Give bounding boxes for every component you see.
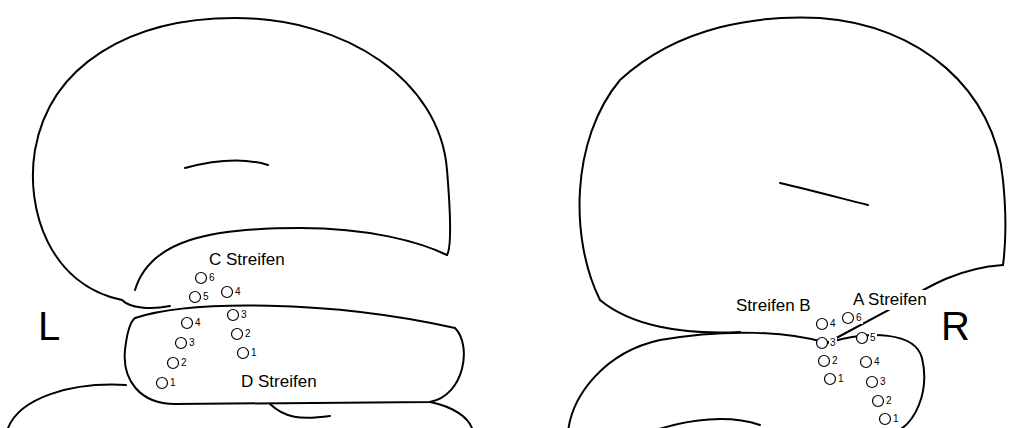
contact-number: 2 xyxy=(831,355,839,367)
temporal-lobe xyxy=(125,306,464,404)
orbital-edge xyxy=(827,265,1003,343)
contact-number: 3 xyxy=(829,337,837,349)
cerebrum-outline xyxy=(580,18,1006,300)
electrode-contact xyxy=(182,318,193,329)
electrode-contact xyxy=(880,414,891,425)
electrode-contact xyxy=(168,358,179,369)
contact-number: 4 xyxy=(873,356,881,368)
contact-number: 5 xyxy=(202,291,210,303)
electrode-contact xyxy=(232,329,243,340)
electrode-contact xyxy=(222,287,233,298)
electrode-contact xyxy=(238,348,249,359)
strip-name: A Streifen xyxy=(852,290,928,310)
electrode-contact xyxy=(196,273,207,284)
electrode-contact xyxy=(228,310,239,321)
strip-name: C Streifen xyxy=(208,250,286,270)
contact-number: 4 xyxy=(194,317,202,329)
contact-number: 1 xyxy=(250,347,258,359)
brainstem-outline xyxy=(270,404,330,418)
contact-number: 4 xyxy=(829,318,837,330)
electrode-contact xyxy=(190,292,201,303)
left-hemisphere xyxy=(8,18,472,428)
contact-number: 2 xyxy=(885,395,893,407)
contact-number: 1 xyxy=(169,377,177,389)
contact-number: 6 xyxy=(208,272,216,284)
electrode-contact xyxy=(817,319,828,330)
contact-number: 2 xyxy=(244,328,252,340)
contact-number: 5 xyxy=(869,332,877,344)
strip-name: D Streifen xyxy=(240,372,318,392)
contact-number: 3 xyxy=(188,337,196,349)
contact-number: 6 xyxy=(855,312,863,324)
contact-number: 3 xyxy=(240,309,248,321)
strip-name: Streifen B xyxy=(735,296,812,316)
cerebrum-outline xyxy=(600,300,740,333)
contact-number: 3 xyxy=(879,376,887,388)
contact-number: 2 xyxy=(180,357,188,369)
cerebellum-outline xyxy=(8,385,126,428)
hemisphere-letter: R xyxy=(940,303,971,349)
electrode-contact xyxy=(861,357,872,368)
contact-number: 1 xyxy=(892,413,900,425)
temporal-lobe xyxy=(568,333,827,428)
cerebrum-outline xyxy=(33,18,450,308)
contact-number: 4 xyxy=(234,286,242,298)
electrode-contact xyxy=(843,313,854,324)
electrode-contacts xyxy=(157,273,891,425)
cerebellum-outline xyxy=(430,402,472,428)
cerebellum-outline xyxy=(650,419,760,428)
electrode-contact xyxy=(817,338,828,349)
electrode-contact xyxy=(867,377,878,388)
contact-number: 1 xyxy=(837,373,845,385)
right-hemisphere xyxy=(568,18,1005,428)
electrode-contact xyxy=(176,338,187,349)
central-sulcus xyxy=(780,183,868,205)
electrode-contact xyxy=(825,374,836,385)
central-sulcus xyxy=(185,161,268,168)
electrode-contact xyxy=(819,356,830,367)
hemisphere-letter: L xyxy=(37,303,61,349)
sylvian-fissure xyxy=(135,228,447,290)
electrode-contact xyxy=(873,396,884,407)
electrode-contact xyxy=(157,378,168,389)
temporal-lobe xyxy=(827,335,924,428)
electrode-contact xyxy=(857,333,868,344)
